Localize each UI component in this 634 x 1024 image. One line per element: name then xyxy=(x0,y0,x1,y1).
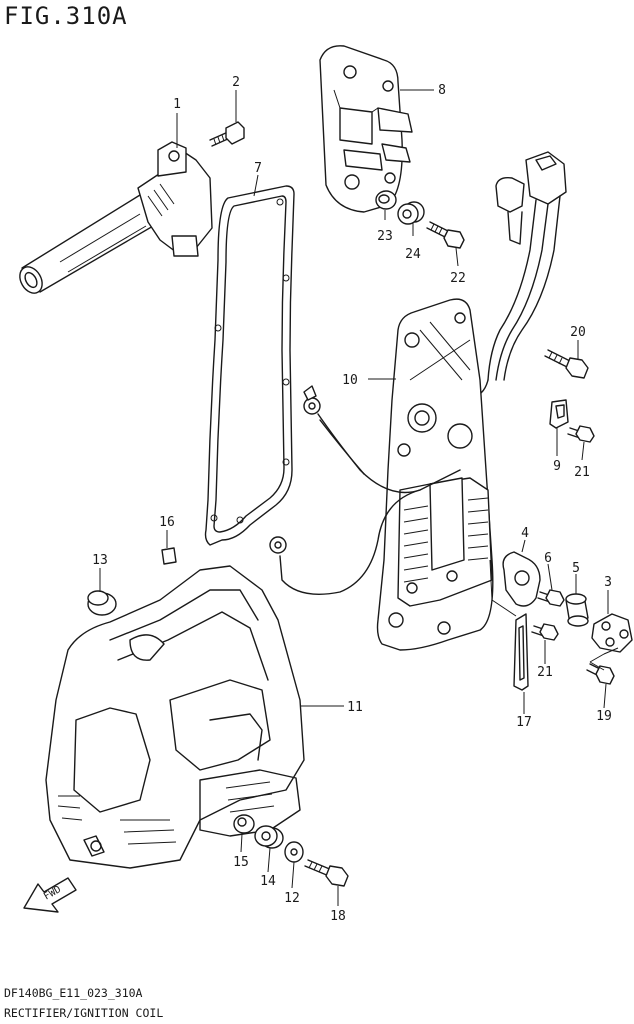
ground-wire-lower[interactable] xyxy=(269,469,461,595)
callout-10: 10 xyxy=(342,373,358,388)
clip-9[interactable] xyxy=(549,399,569,429)
leader-lines xyxy=(99,89,619,906)
callout-4: 4 xyxy=(521,526,529,541)
ground-wire-upper[interactable] xyxy=(303,385,421,494)
ignition-coil[interactable] xyxy=(15,141,213,297)
callout-labels: 1 2 3 4 5 6 7 8 9 10 11 12 13 14 15 16 1… xyxy=(92,75,612,924)
callout-7: 7 xyxy=(254,161,262,176)
gasket-7[interactable] xyxy=(204,185,295,546)
clip-16[interactable] xyxy=(161,547,177,565)
callout-20: 20 xyxy=(570,325,586,340)
bracket-8[interactable] xyxy=(319,45,413,213)
callout-9: 9 xyxy=(553,459,561,474)
housing-11[interactable] xyxy=(45,565,305,869)
holder-3[interactable] xyxy=(591,613,633,653)
bushing-23[interactable] xyxy=(375,190,397,210)
callout-21-lower: 21 xyxy=(537,665,553,680)
strap-17[interactable] xyxy=(513,613,529,691)
grommet-13[interactable] xyxy=(87,590,117,616)
callout-8: 8 xyxy=(438,83,446,98)
callout-5: 5 xyxy=(572,561,580,576)
callout-23: 23 xyxy=(377,229,393,244)
gasket-4[interactable] xyxy=(502,551,541,607)
figure-title: FIG.310A xyxy=(4,2,128,30)
bolt-22[interactable] xyxy=(426,221,465,249)
callout-15: 15 xyxy=(233,855,249,870)
callout-12: 12 xyxy=(284,891,300,906)
grommet-24[interactable] xyxy=(397,201,425,225)
figure-caption: RECTIFIER/IGNITION COIL xyxy=(4,1006,164,1020)
callout-2: 2 xyxy=(232,75,240,90)
bushing-5[interactable] xyxy=(565,593,589,627)
bolt-19[interactable] xyxy=(586,663,615,685)
bolt-21-lower[interactable] xyxy=(531,623,559,641)
bolt-6[interactable] xyxy=(537,589,565,607)
bushing-15[interactable] xyxy=(233,814,255,834)
callout-3: 3 xyxy=(604,575,612,590)
callout-19: 19 xyxy=(596,709,612,724)
callout-18: 18 xyxy=(330,909,346,924)
forward-direction-arrow: FWD xyxy=(23,877,77,913)
grommet-14[interactable] xyxy=(254,825,284,849)
rectifier-bracket-10[interactable] xyxy=(376,298,494,651)
bolt-21-upper[interactable] xyxy=(567,425,595,443)
wire-harness[interactable] xyxy=(469,151,567,399)
bolt-20[interactable] xyxy=(544,349,589,379)
callout-17: 17 xyxy=(516,715,532,730)
callout-16: 16 xyxy=(159,515,175,530)
callout-11: 11 xyxy=(347,700,363,715)
callout-6: 6 xyxy=(544,551,552,566)
callout-22: 22 xyxy=(450,271,466,286)
callout-13: 13 xyxy=(92,553,108,568)
bolt-2[interactable] xyxy=(209,121,245,147)
callout-14: 14 xyxy=(260,874,276,889)
callout-21-upper: 21 xyxy=(574,465,590,480)
callout-1: 1 xyxy=(173,97,181,112)
washer-12[interactable] xyxy=(284,841,304,863)
bolt-18[interactable] xyxy=(304,859,349,887)
callout-24: 24 xyxy=(405,247,421,262)
drawing-code: DF140BG_E11_023_310A xyxy=(4,986,143,1000)
